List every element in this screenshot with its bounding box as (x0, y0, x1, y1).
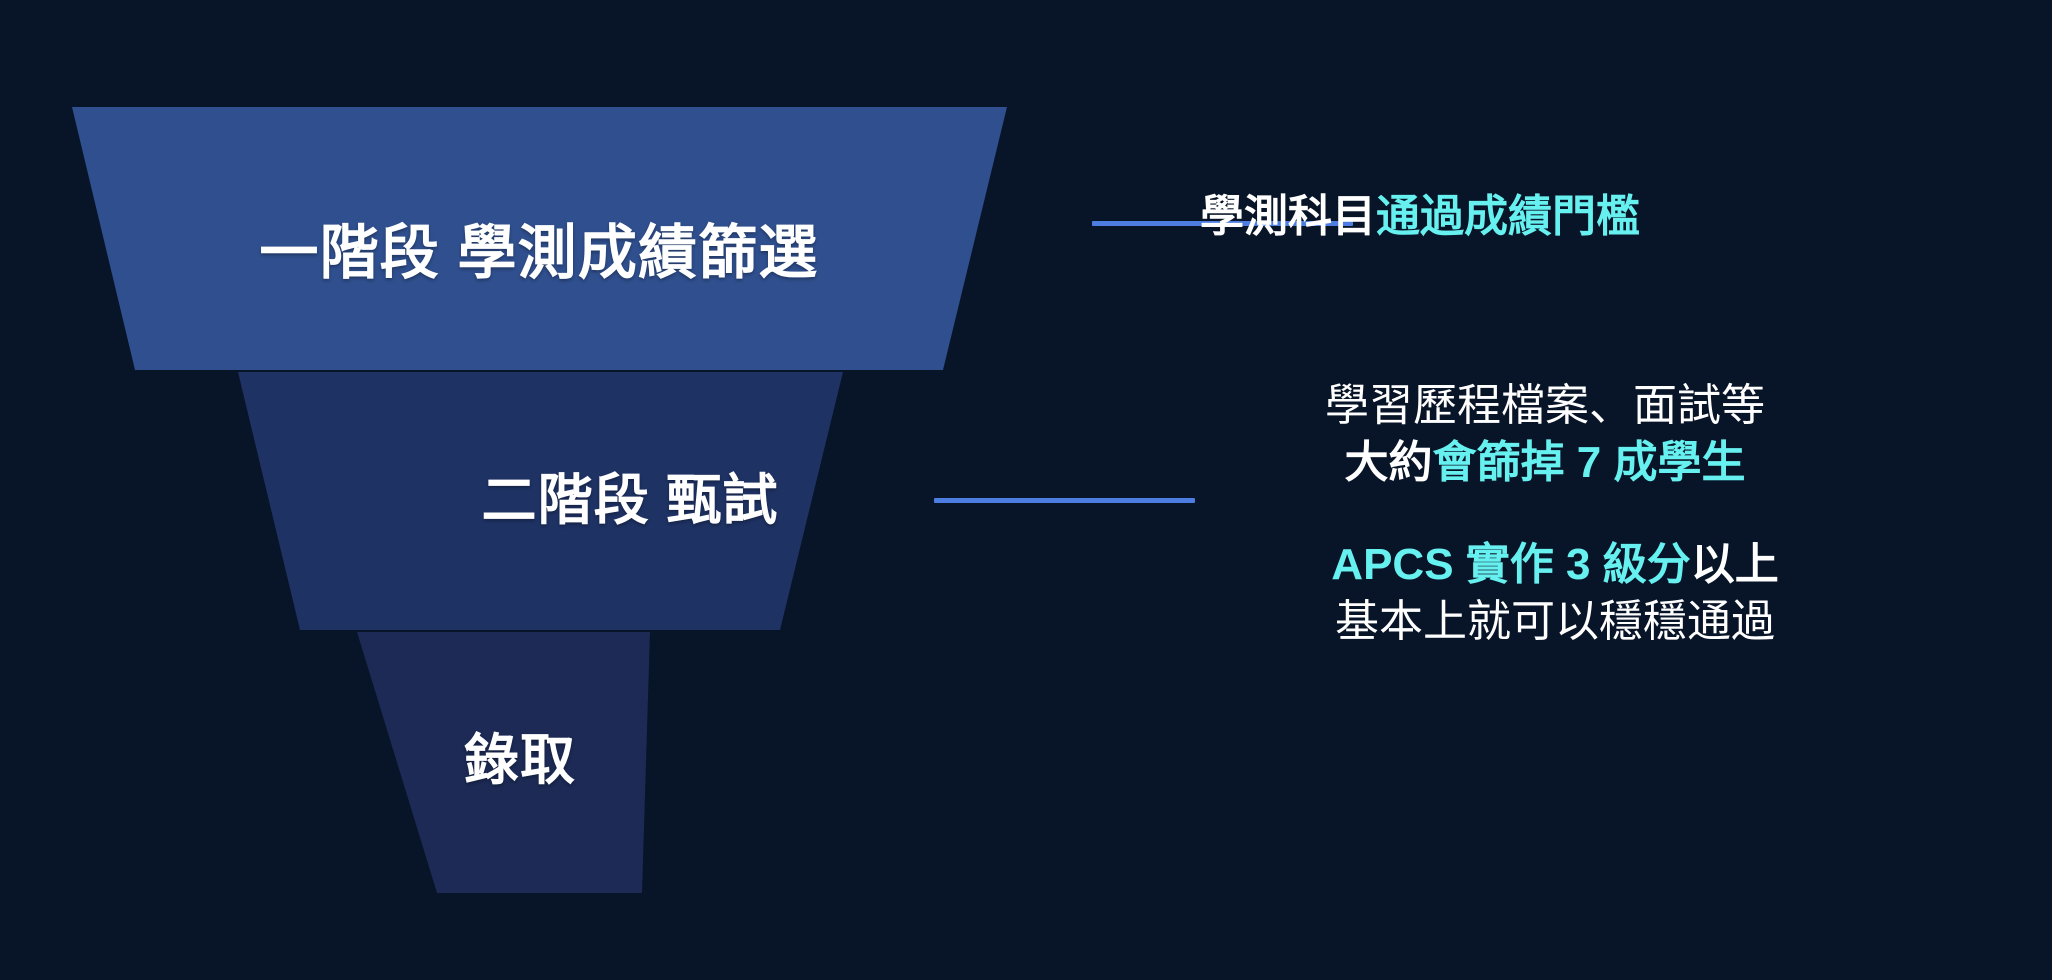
annotation-2-plain-text: 大約 (1344, 438, 1433, 488)
funnel-stage-3-shape (357, 632, 650, 893)
annotation-3-line-1: APCS 實作 3 級分以上 (1331, 536, 1778, 593)
annotation-1-plain-text: 學測科目 (1200, 192, 1376, 241)
connector-line-stage-1 (1092, 221, 1353, 226)
connector-line-stage-2 (934, 498, 1195, 503)
annotation-stage-2-b: APCS 實作 3 級分以上 基本上就可以穩穩通過 (1331, 536, 1778, 650)
annotation-stage-2-a: 學習歷程檔案、面試等 大約會篩掉 7 成學生 (1325, 377, 1765, 491)
annotation-1-highlight-text: 通過成績門檻 (1376, 192, 1640, 241)
annotation-2-line-2: 大約會篩掉 7 成學生 (1325, 434, 1765, 491)
annotation-3-line-2: 基本上就可以穩穩通過 (1334, 597, 1775, 647)
funnel-stage-1-label: 一階段 學測成績篩選 (259, 220, 819, 286)
annotation-2-highlight-text: 會篩掉 7 成學生 (1432, 438, 1746, 488)
annotation-1-line-1: 學測科目通過成績門檻 (1200, 188, 1640, 245)
annotation-2-line-1: 學習歷程檔案、面試等 (1325, 381, 1765, 430)
funnel-stage-1-shape (72, 107, 1007, 370)
annotation-stage-1: 學測科目通過成績門檻 (1200, 188, 1640, 245)
funnel-stage-2-shape (238, 372, 843, 630)
funnel-stage-3-label: 錄取 (463, 729, 577, 791)
annotation-3-highlight-text: APCS 實作 3 級分 (1331, 540, 1691, 589)
funnel-stage-2-label: 二階段 甄試 (481, 469, 779, 531)
annotation-3-plain-text: 以上 (1690, 540, 1779, 589)
